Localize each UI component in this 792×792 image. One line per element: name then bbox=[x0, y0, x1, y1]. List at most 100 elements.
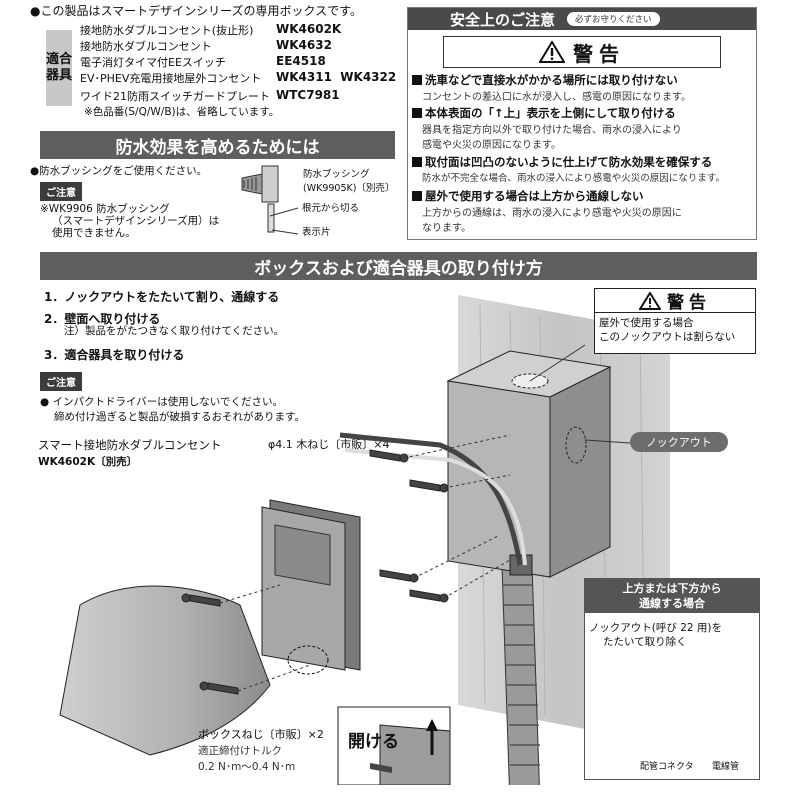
step-3: 3．適合器具を取り付ける bbox=[44, 348, 185, 362]
inset-text-1: ノックアウト(呼び 22 用)を bbox=[589, 622, 723, 634]
safety-pill: 必ずお守りください bbox=[567, 12, 660, 26]
knockout-leader bbox=[584, 439, 631, 444]
compat-label-text: 適合 器具 bbox=[46, 52, 73, 83]
product-code: WK4602K〔別売〕 bbox=[38, 456, 138, 468]
bushing-label-1: 防水ブッシング bbox=[303, 169, 370, 180]
inset-panel: 上方または下方から 通線する場合 ノックアウト(呼び 22 用)を たたいて取り… bbox=[584, 578, 760, 780]
cover bbox=[59, 585, 271, 756]
safety-body-4b: なります。 bbox=[422, 223, 471, 234]
open-arrow-head bbox=[426, 719, 438, 731]
wood-screw-label: φ4.1 木ねじ〔市販〕×4 bbox=[268, 438, 390, 451]
waterproof-note-3: 使用できません。 bbox=[52, 227, 136, 239]
conduit-label: 電線管 bbox=[712, 762, 740, 772]
waterproof-bullet: ●防水ブッシングをご使用ください。 bbox=[30, 165, 208, 177]
safety-header: 安全上のご注意 必ずお守りください bbox=[408, 8, 756, 30]
safety-body-2b: 感電や火災の原因になります。 bbox=[422, 140, 561, 151]
waterproof-banner: 防水効果を高めるためには bbox=[40, 131, 395, 159]
safety-item-head: 洗車などで直接水がかかる場所には取り付けない bbox=[425, 73, 678, 87]
compat-code: WTC7981 bbox=[276, 88, 340, 102]
caution-line-2: 締め付け過ぎると製品が破損するおそれがあります。 bbox=[54, 411, 305, 423]
product-name: スマート接地防水ダブルコンセント bbox=[38, 438, 222, 452]
wire-2 bbox=[344, 448, 527, 566]
bushing-illustration bbox=[241, 165, 299, 235]
caution-line-1: ● インパクトドライバーは使用しないでください。 bbox=[40, 396, 283, 408]
install-warning-head: 警告 bbox=[595, 289, 755, 313]
compat-row: EV･PHEV充電用接地屋外コンセント WK4311 WK4322 bbox=[80, 70, 396, 85]
cut-leader bbox=[269, 207, 299, 217]
connector-label: 配管コネクタ bbox=[640, 762, 694, 772]
inset-header: 上方または下方から 通線する場合 bbox=[585, 579, 759, 613]
bushing-body bbox=[261, 165, 279, 203]
box-front bbox=[447, 380, 551, 578]
thread-lines bbox=[243, 177, 257, 191]
compat-row: 接地防水ダブルコンセント(抜止形) WK4602K bbox=[80, 22, 341, 37]
torque-value: 0.2 N･m〜0.4 N･m bbox=[198, 761, 296, 773]
detail-screw bbox=[370, 763, 392, 773]
side-knockout bbox=[565, 426, 587, 464]
install-warning-box: 警告 屋外で使用する場合 このノックアウトは割らない bbox=[594, 288, 756, 354]
compat-row: 電子消灯タイマ付EEスイッチ EE4518 bbox=[80, 54, 326, 69]
safety-item-1: 洗車などで直接水がかかる場所には取り付けない bbox=[412, 72, 678, 88]
compat-code: WK4311 WK4322 bbox=[276, 70, 397, 84]
compat-name: 電子消灯タイマ付EEスイッチ bbox=[80, 56, 226, 69]
tab-piece bbox=[267, 203, 275, 233]
safety-item-2: 本体表面の「↑上」表示を上側にして取り付ける bbox=[412, 105, 676, 121]
torque-label: 適正締付けトルク bbox=[198, 745, 282, 757]
safety-item-head: 屋外で使用する場合は上方から通線しない bbox=[425, 189, 644, 203]
box-screw-label: ボックスねじ〔市販〕×2 bbox=[198, 728, 324, 741]
bullet-square bbox=[412, 191, 422, 201]
screw-highlight bbox=[287, 645, 329, 675]
install-banner: ボックスおよび適合器具の取り付け方 bbox=[40, 252, 757, 280]
box-side bbox=[549, 366, 611, 578]
compat-label: 適合 器具 bbox=[46, 30, 72, 106]
compat-code: WK4602K bbox=[276, 22, 342, 36]
compat-row: ワイド21防雨スイッチガードプレート WTC7981 bbox=[80, 88, 340, 103]
compat-name: ワイド21防雨スイッチガードプレート bbox=[80, 90, 270, 103]
tab-label: 表示片 bbox=[302, 227, 331, 238]
compat-name: 接地防水ダブルコンセント bbox=[80, 40, 212, 53]
install-notice: ご注意 bbox=[40, 372, 82, 391]
warning-leader bbox=[529, 344, 586, 382]
inset-title-2: 通線する場合 bbox=[639, 597, 705, 610]
safety-item-head: 本体表面の「↑上」表示を上側にして取り付ける bbox=[425, 106, 676, 120]
waterproof-note-1: ※WK9906 防水ブッシング bbox=[40, 203, 170, 215]
waterproof-title: 防水効果を高めるためには bbox=[115, 137, 320, 158]
compat-row: 接地防水ダブルコンセント WK4632 bbox=[80, 38, 332, 53]
safety-body-1a: コンセントの差込口に水が浸入し、感電の原因になります。 bbox=[422, 92, 691, 103]
compat-footnote: ※色品番(S/Q/W/B)は、省略しています。 bbox=[84, 106, 280, 118]
compat-code: EE4518 bbox=[276, 54, 326, 68]
warning-triangle-icon bbox=[539, 41, 565, 63]
install-warning-line-1: 屋外で使用する場合 bbox=[599, 317, 694, 329]
compat-name: 接地防水ダブルコンセント(抜止形) bbox=[80, 24, 254, 37]
install-title: ボックスおよび適合器具の取り付け方 bbox=[254, 258, 543, 279]
step-1: 1．ノックアウトをたたいて割り、通線する bbox=[44, 290, 280, 304]
tab-leader bbox=[271, 229, 299, 235]
screws bbox=[181, 449, 449, 695]
open-label: 開ける bbox=[348, 732, 399, 752]
cut-label: 根元から切る bbox=[302, 203, 360, 214]
waterproof-note-2: （スマートデザインシリーズ用）は bbox=[52, 215, 220, 227]
bullet-square bbox=[412, 75, 422, 85]
safety-panel: 安全上のご注意 必ずお守りください 警告 洗車などで直接水がかかる場所には取り付… bbox=[407, 7, 757, 240]
waterproof-notice: ご注意 bbox=[40, 182, 82, 201]
safety-item-4: 屋外で使用する場合は上方から通線しない bbox=[412, 188, 644, 204]
bushing-label-2: (WK9905K)〔別売〕 bbox=[303, 183, 395, 194]
step-2-note: 注）製品をがたつきなく取り付けてください。 bbox=[64, 325, 285, 337]
install-warning-line-2: このノックアウトは割らない bbox=[599, 331, 736, 343]
install-warning-text: 警告 bbox=[667, 293, 711, 313]
inset-text-2: たたいて取り除く bbox=[603, 636, 687, 648]
safety-item-3: 取付面は凹凸のないように仕上げて防水効果を確保する bbox=[412, 154, 712, 170]
knockout-label: ノックアウト bbox=[630, 432, 728, 452]
conduit-ribs bbox=[502, 584, 540, 766]
step-2: 2．壁面へ取り付ける bbox=[44, 312, 161, 326]
warning-box: 警告 bbox=[443, 36, 721, 68]
intro-text: ●この製品はスマートデザインシリーズの専用ボックスです。 bbox=[30, 4, 362, 18]
safety-body-2a: 器具を指定方向以外で取り付けた場合、雨水の浸入により bbox=[422, 125, 682, 136]
compat-code: WK4632 bbox=[276, 38, 332, 52]
plate-socket bbox=[274, 524, 331, 586]
warning-text: 警告 bbox=[573, 41, 625, 66]
guide-lines bbox=[219, 434, 511, 692]
safety-title: 安全上のご注意 bbox=[450, 10, 556, 29]
inset-title-1: 上方または下方から bbox=[622, 582, 722, 595]
compat-name: EV･PHEV充電用接地屋外コンセント bbox=[80, 72, 262, 85]
